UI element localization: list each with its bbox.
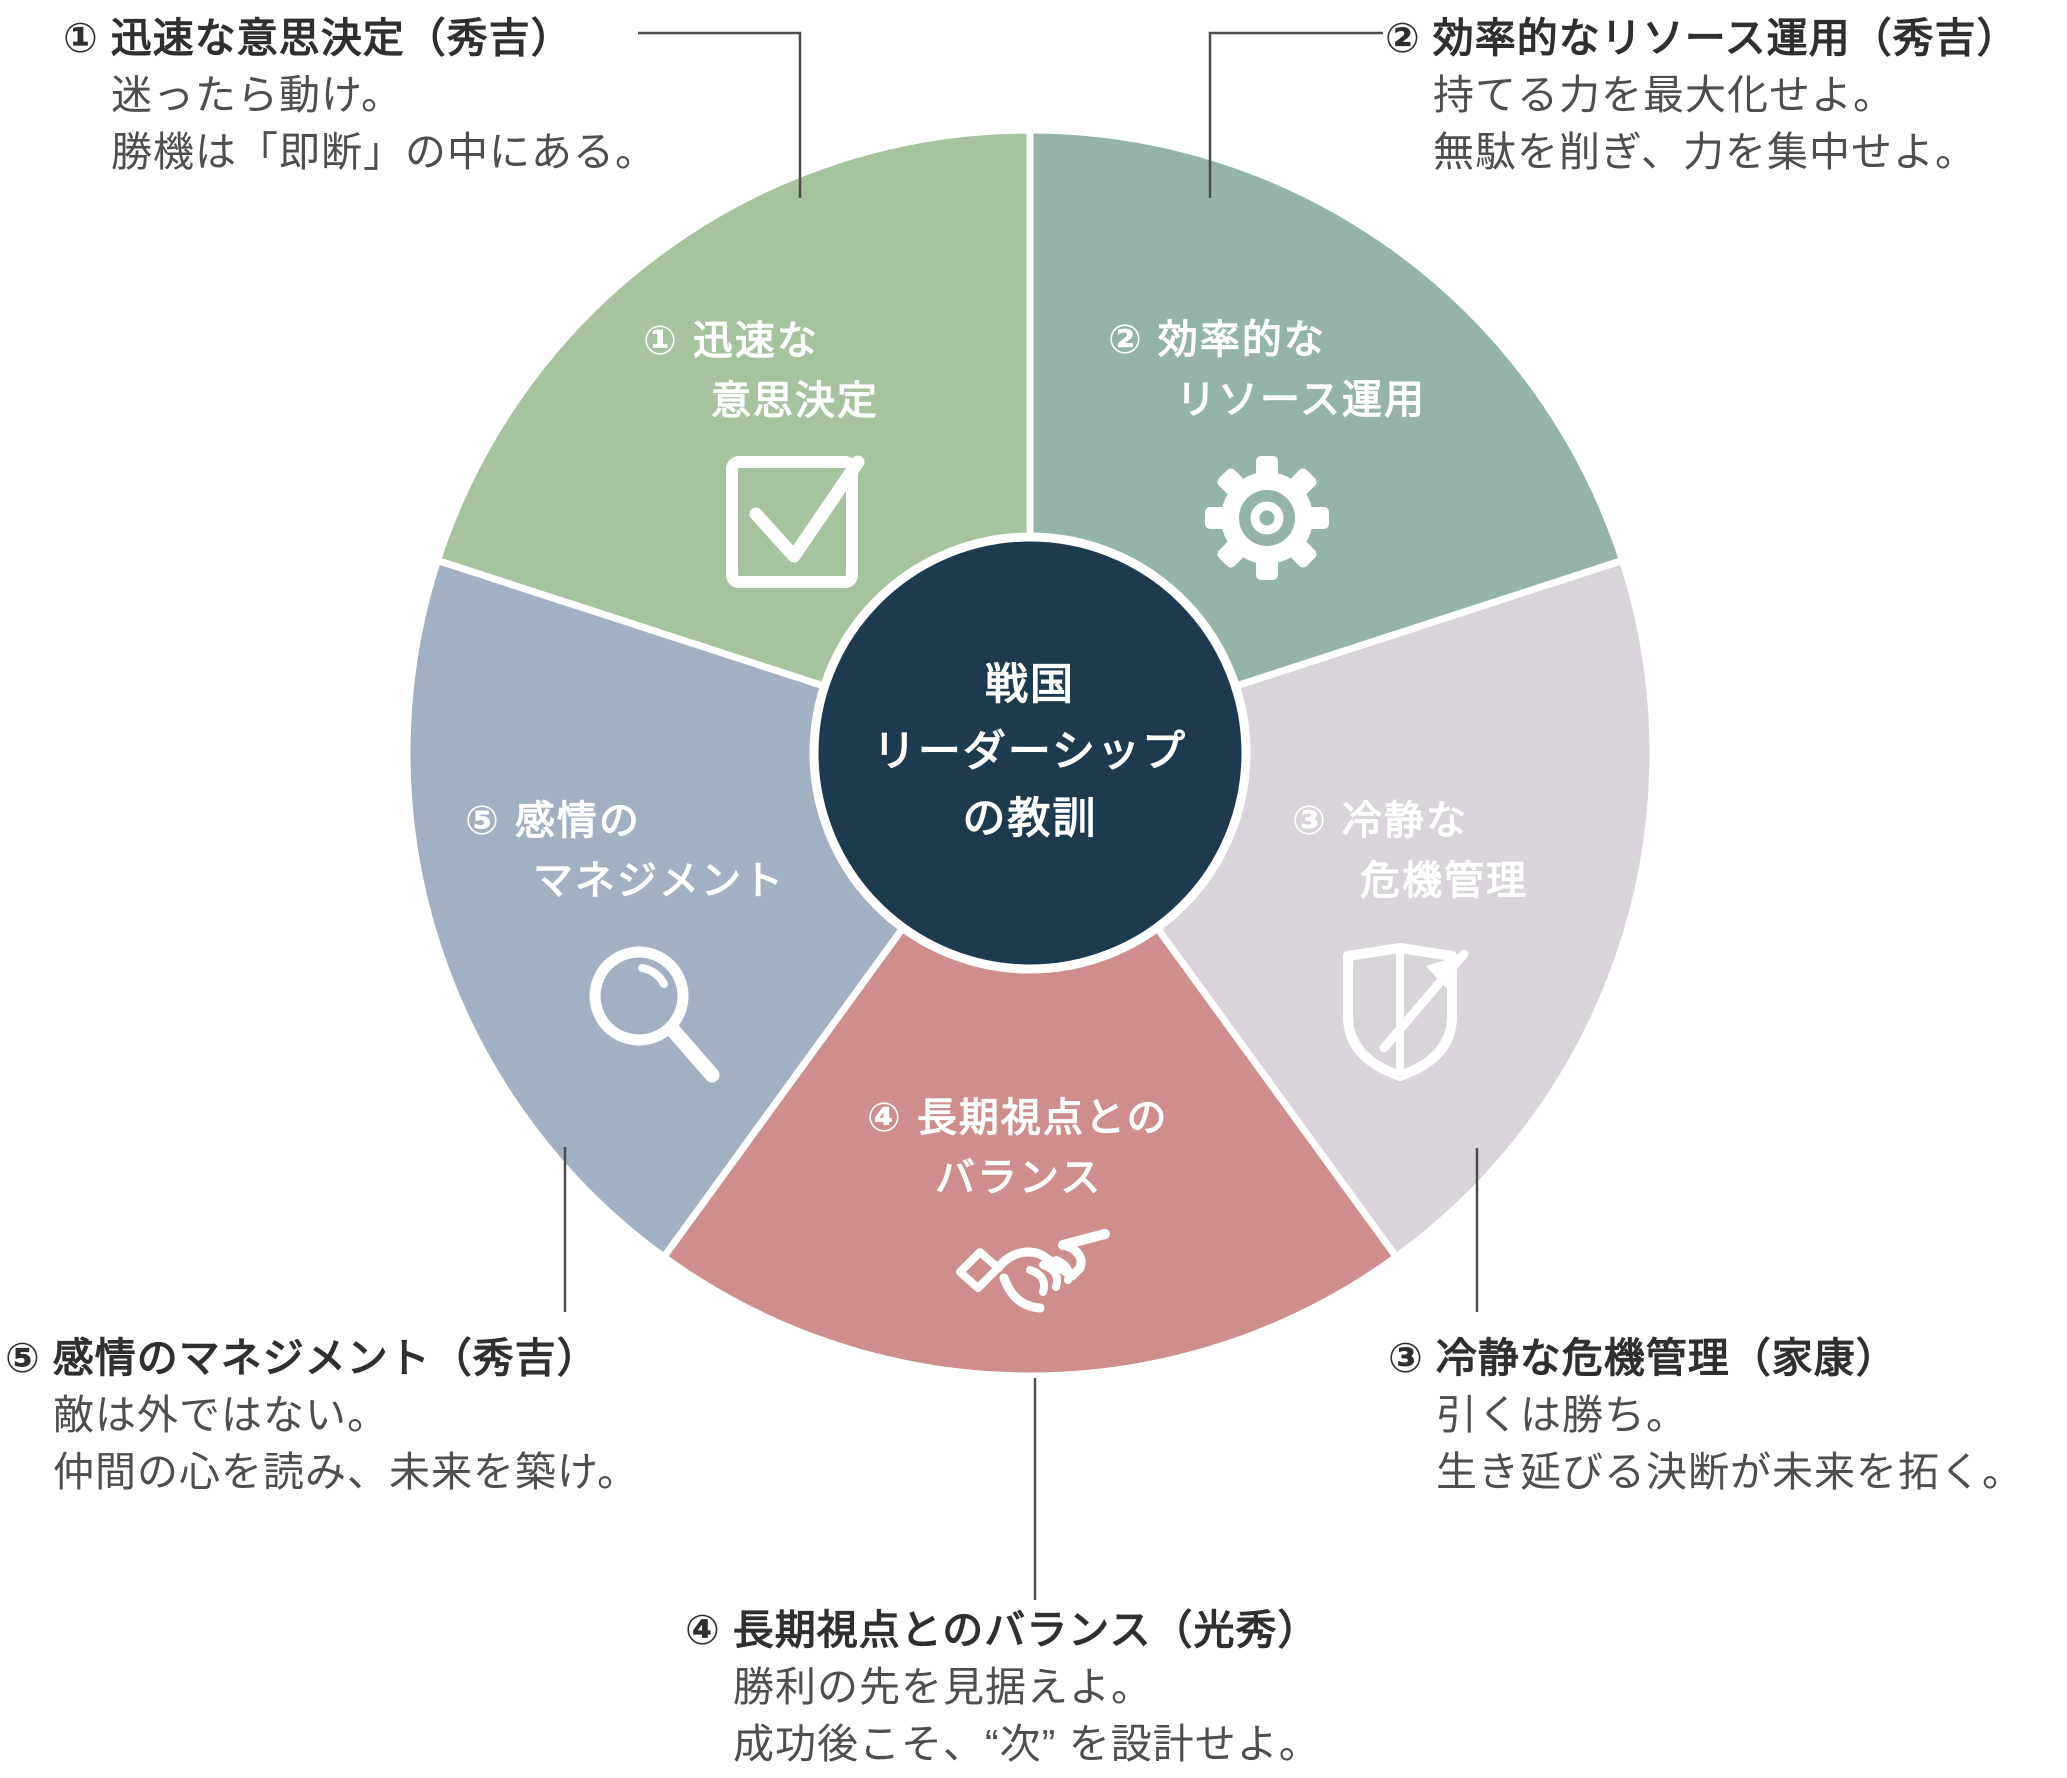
segment-label-line2: リソース運用 (1176, 378, 1426, 422)
center-title-line3: の教訓 (962, 795, 1098, 843)
handshake-icon (956, 1229, 1110, 1313)
checkbox-check-icon (726, 455, 865, 588)
segment-label-quick-decision: ① 迅速な 意思決定 (643, 311, 879, 431)
annotation-body-line2: 勝機は「即断」の中にある。 (111, 129, 657, 175)
annotation-body-line1: 敵は外ではない。 (53, 1392, 389, 1438)
annotation-number: ① (63, 15, 99, 61)
center-hub (809, 532, 1251, 974)
annotation-number: ⑤ (5, 1335, 41, 1381)
segment-label-line1: 長期視点との (916, 1096, 1169, 1140)
segment-label-line2: バランス (935, 1156, 1103, 1200)
segment-label-line1: 冷静な (1341, 799, 1468, 843)
annotation-title: 迅速な意思決定（秀吉） (110, 15, 573, 61)
center-title-line2: リーダーシップ (872, 728, 1188, 776)
annotation-body-line1: 勝利の先を見据えよ。 (733, 1664, 1153, 1710)
segment-label-line2: マネジメント (533, 859, 785, 903)
gear-icon (1205, 456, 1329, 580)
connector-line-2 (1208, 31, 1383, 198)
wedge-long-term-balance (660, 749, 1400, 1380)
segment-label-emotion-management: ⑤ 感情の マネジメント (465, 791, 785, 911)
annotation-body-line2: 仲間の心を読み、未来を築け。 (53, 1449, 639, 1495)
annotation-body-line1: 引くは勝ち。 (1436, 1392, 1688, 1438)
segment-label-crisis-management: ③ 冷静な 危機管理 (1292, 791, 1528, 911)
segment-label-line2: 意思決定 (711, 379, 879, 423)
annotation-body-line2: 無駄を削ぎ、力を集中せよ。 (1433, 129, 1977, 175)
segment-label-long-term-balance: ④ 長期視点との バランス (867, 1088, 1168, 1208)
center-title-line1: 戦国 (985, 661, 1075, 709)
segment-label-resource-management: ② 効率的な リソース運用 (1108, 310, 1426, 430)
segment-number: ① (643, 319, 679, 363)
annotation-body-line2: 生き延びる決断が未来を拓く。 (1436, 1449, 2024, 1495)
segment-label-line2: 危機管理 (1360, 859, 1528, 903)
annotation-body-line2: 成功後こそ、“次” を設計せよ。 (733, 1721, 1321, 1767)
center-title: 戦国 リーダーシップ の教訓 (755, 652, 1305, 853)
segment-label-line1: 効率的な (1157, 318, 1326, 362)
segment-label-line1: 迅速な (692, 319, 819, 363)
shield-flag-icon (1343, 943, 1469, 1081)
segment-label-line1: 感情の (514, 799, 641, 843)
annotation-number: ③ (1388, 1335, 1424, 1381)
annotation-title: 効率的なリソース運用（秀吉） (1432, 15, 2019, 61)
segment-number: ④ (867, 1096, 903, 1140)
annotation-title: 長期視点とのバランス（光秀） (732, 1607, 1320, 1653)
annotation-number: ② (1385, 15, 1421, 61)
magnifier-icon (589, 946, 720, 1083)
annotation-title: 感情のマネジメント（秀吉） (52, 1335, 599, 1381)
annotation-number: ④ (685, 1607, 721, 1653)
annotation-body-line1: 持てる力を最大化せよ。 (1433, 72, 1895, 118)
segment-number: ③ (1292, 799, 1328, 843)
segment-number: ② (1108, 318, 1144, 362)
connector-line-1 (638, 31, 802, 198)
annotation-title: 冷静な危機管理（家康） (1435, 1335, 1898, 1381)
segment-number: ⑤ (465, 799, 501, 843)
annotation-body-line1: 迷ったら動け。 (111, 72, 403, 118)
